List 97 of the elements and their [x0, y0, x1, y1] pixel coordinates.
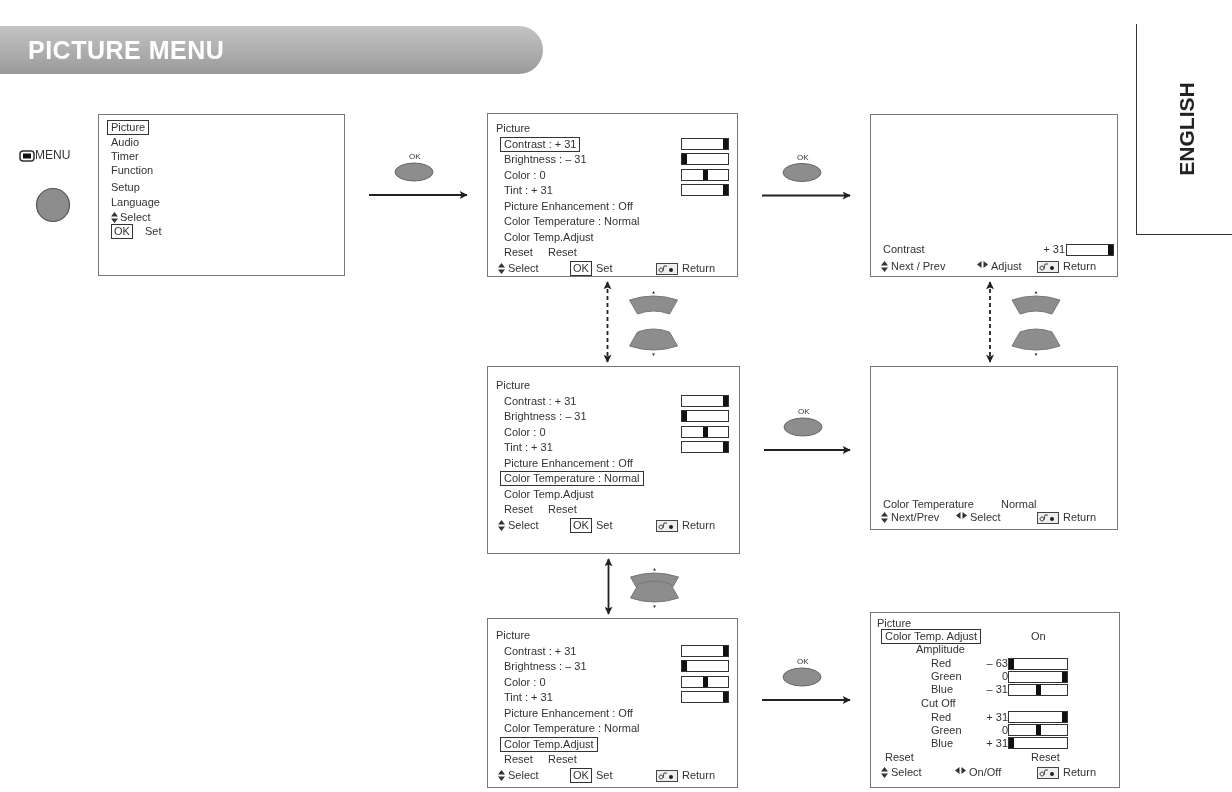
menu-text: Picture Enhancement : Off	[504, 706, 633, 720]
menu-text: Return	[682, 768, 716, 782]
menu-text: Select	[508, 518, 539, 532]
menu-text: Green	[931, 724, 962, 737]
menu-text: Next / Prev	[891, 260, 946, 273]
menu-text: Return	[682, 518, 716, 532]
menu-text: Picture	[496, 379, 531, 392]
menu-text: Reset	[548, 503, 577, 516]
menu-text: Select	[508, 768, 539, 782]
menu-text: Set	[596, 518, 613, 532]
menu-text: Cut Off	[921, 697, 956, 710]
selected-menu-item: Contrast : + 31	[500, 136, 581, 152]
menu-text: + 31	[986, 737, 1008, 750]
selected-menu-item: Color Temp. Adjust	[881, 629, 982, 644]
menu-text: – 31	[986, 683, 1008, 696]
menu-text: Contrast : + 31	[504, 644, 577, 658]
edge-label: OK	[796, 657, 810, 666]
tab-label: ENGLISH	[1175, 82, 1199, 176]
menu-text: Return	[682, 261, 716, 275]
menu-text: Return	[1063, 511, 1097, 524]
menu-text: Color Temp.Adjust	[504, 230, 594, 244]
menu-text: Select	[891, 766, 922, 779]
menu-screen	[98, 114, 345, 276]
menu-text: Color Temperature : Normal	[504, 215, 640, 228]
menu-text: Green	[931, 670, 962, 683]
menu-text: Picture Enhancement : Off	[504, 199, 633, 213]
menu-text: Set	[596, 261, 613, 275]
menu-screen	[870, 366, 1118, 530]
menu-text: Picture Enhancement : Off	[504, 456, 633, 470]
menu-screen	[487, 618, 738, 788]
menu-text: + 31	[1043, 243, 1065, 256]
menu-text: Red	[931, 657, 952, 670]
menu-text: Timer	[111, 150, 139, 163]
menu-text: Normal	[1001, 498, 1037, 511]
menu-text: 0	[1001, 670, 1008, 683]
menu-text: Reset	[885, 751, 914, 764]
section-heading: PICTURE MENU	[0, 26, 543, 74]
menu-text: Select	[970, 511, 1001, 524]
menu-text: Color Temp.Adjust	[504, 487, 594, 501]
menu-text: + 31	[986, 711, 1008, 724]
menu-text: Return	[1063, 766, 1097, 779]
menu-screen	[870, 612, 1120, 788]
menu-text: Audio	[111, 136, 140, 149]
menu-text: Tint : + 31	[504, 184, 553, 197]
key-label: OK	[570, 517, 592, 533]
menu-text: Contrast	[883, 243, 925, 256]
menu-text: Contrast : + 31	[504, 394, 577, 408]
menu-text: Color : 0	[504, 425, 546, 439]
menu-text: – 63	[986, 657, 1008, 670]
menu-text: On	[1031, 630, 1046, 643]
key-label: OK	[570, 767, 592, 783]
selected-menu-item: Picture	[107, 120, 150, 135]
menu-text: Adjust	[991, 260, 1022, 273]
menu-text: Function	[111, 164, 154, 177]
menu-text: Color : 0	[504, 168, 546, 182]
menu-text: Color : 0	[504, 675, 546, 689]
key-label: OK	[111, 224, 133, 239]
menu-text: Tint : + 31	[504, 691, 553, 704]
selected-menu-item: Color Temp.Adjust	[500, 736, 598, 752]
menu-text: Next/Prev	[891, 511, 940, 524]
edge-label: OK	[408, 152, 422, 161]
selected-menu-item: Color Temperature : Normal	[500, 471, 644, 486]
menu-text: Reset	[504, 753, 533, 766]
menu-text: Reset	[504, 246, 533, 259]
menu-text: Amplitude	[916, 643, 965, 656]
edge-label: OK	[797, 407, 811, 416]
edge-label: OK	[796, 152, 810, 162]
key-label: OK	[570, 260, 592, 276]
menu-text: Color Temperature : Normal	[504, 722, 640, 735]
menu-text: Blue	[931, 683, 954, 696]
menu-text: Set	[596, 768, 613, 782]
menu-text: Picture	[496, 122, 531, 135]
menu-text: Color Temperature	[883, 498, 974, 511]
menu-text: Tint : + 31	[504, 441, 553, 454]
menu-screen	[870, 114, 1118, 277]
menu-text: 0	[1001, 724, 1008, 737]
menu-text: Red	[931, 711, 952, 724]
menu-text: Picture	[877, 617, 912, 630]
menu-text: Select	[508, 261, 539, 275]
menu-screen	[487, 113, 738, 277]
menu-screen	[487, 366, 740, 554]
menu-text: On/Off	[969, 766, 1002, 779]
menu-text: Set	[145, 225, 162, 238]
menu-text: Reset	[548, 753, 577, 766]
menu-text: Brightness : – 31	[504, 660, 587, 673]
menu-text: Reset	[1031, 751, 1060, 764]
menu-text: Brightness : – 31	[504, 153, 587, 166]
menu-text: Language	[111, 196, 160, 209]
menu-text: Reset	[548, 246, 577, 259]
menu-text: Select	[120, 211, 151, 224]
menu-text: Setup	[111, 181, 140, 194]
button-label: MENU	[35, 149, 71, 162]
menu-text: Reset	[504, 503, 533, 516]
menu-text: Picture	[496, 629, 531, 642]
menu-text: Blue	[931, 737, 954, 750]
menu-text: Brightness : – 31	[504, 410, 587, 423]
menu-text: Return	[1063, 260, 1097, 273]
